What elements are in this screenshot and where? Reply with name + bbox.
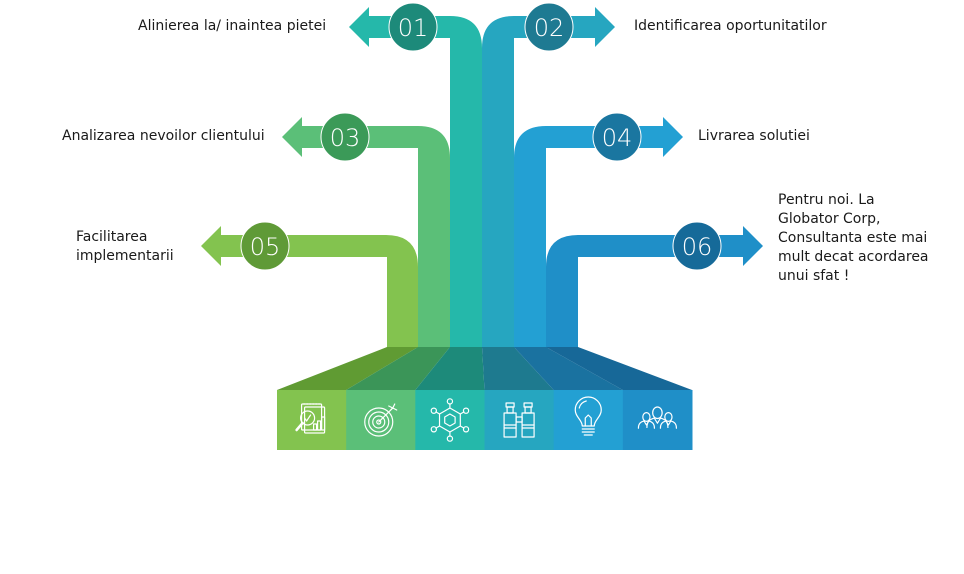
step-badges: 01 02 03 04 05 06 bbox=[240, 2, 722, 271]
arrow-band-06 bbox=[546, 226, 763, 348]
base-cell-bg bbox=[622, 390, 693, 450]
step-badge-01: 01 bbox=[388, 2, 438, 52]
base-cell-4 bbox=[484, 390, 555, 450]
step-badge-05: 05 bbox=[240, 221, 290, 271]
arrow-band-03 bbox=[282, 117, 450, 348]
step-badge-06: 06 bbox=[672, 221, 722, 271]
step-label-06: Pentru noi. La Globator Corp, Consultant… bbox=[778, 192, 929, 284]
arrow-band-04 bbox=[514, 117, 683, 348]
base-cell-5 bbox=[553, 390, 624, 450]
base-fan bbox=[277, 347, 692, 390]
fan-segment-1 bbox=[277, 347, 418, 390]
target-arrow-icon bbox=[364, 403, 398, 437]
fan-segment-5 bbox=[514, 347, 623, 390]
step-label-05: Facilitarea implementarii bbox=[76, 229, 174, 264]
base-cell-1 bbox=[277, 390, 347, 450]
base-cell-bg bbox=[277, 390, 347, 450]
arrow-band-01 bbox=[349, 7, 482, 348]
badge-number: 04 bbox=[602, 124, 633, 152]
arrow-bands bbox=[201, 7, 763, 348]
fan-segment-6 bbox=[546, 347, 692, 390]
analytics-report-icon bbox=[295, 403, 326, 434]
fan-segment-4 bbox=[482, 347, 554, 390]
team-people-icon bbox=[637, 406, 678, 429]
badge-number: 03 bbox=[330, 124, 361, 152]
badge-circle bbox=[388, 2, 438, 52]
base-cell-3 bbox=[415, 390, 485, 450]
hexagon-network-icon bbox=[430, 398, 470, 442]
base-cells bbox=[277, 390, 693, 450]
base-cell-bg bbox=[553, 390, 624, 450]
binoculars-icon bbox=[503, 402, 535, 438]
badge-circle bbox=[240, 221, 290, 271]
badge-circle bbox=[672, 221, 722, 271]
step-badge-03: 03 bbox=[320, 112, 370, 162]
fan-segment-3 bbox=[415, 347, 485, 390]
step-label-02: Identificarea oportunitatilor bbox=[634, 18, 827, 34]
step-label-04: Livrarea solutiei bbox=[698, 128, 810, 144]
base-cell-bg bbox=[484, 390, 555, 450]
fan-segment-2 bbox=[346, 347, 450, 390]
step-label-03: Analizarea nevoilor clientului bbox=[62, 128, 265, 144]
lightbulb-icon bbox=[574, 396, 602, 436]
badge-circle bbox=[320, 112, 370, 162]
arrow-band-02 bbox=[482, 7, 615, 348]
badge-number: 01 bbox=[398, 14, 429, 42]
base-cell-bg bbox=[415, 390, 485, 450]
step-label-01: Alinierea la/ inaintea pietei bbox=[138, 18, 327, 34]
badge-number: 02 bbox=[534, 14, 565, 42]
base-cell-6 bbox=[622, 390, 693, 450]
badge-number: 06 bbox=[682, 233, 713, 261]
step-badge-02: 02 bbox=[524, 2, 574, 52]
badge-circle bbox=[592, 112, 642, 162]
badge-number: 05 bbox=[250, 233, 281, 261]
arrow-band-05 bbox=[201, 226, 418, 348]
base-cell-2 bbox=[346, 390, 416, 450]
step-badge-04: 04 bbox=[592, 112, 642, 162]
badge-circle bbox=[524, 2, 574, 52]
